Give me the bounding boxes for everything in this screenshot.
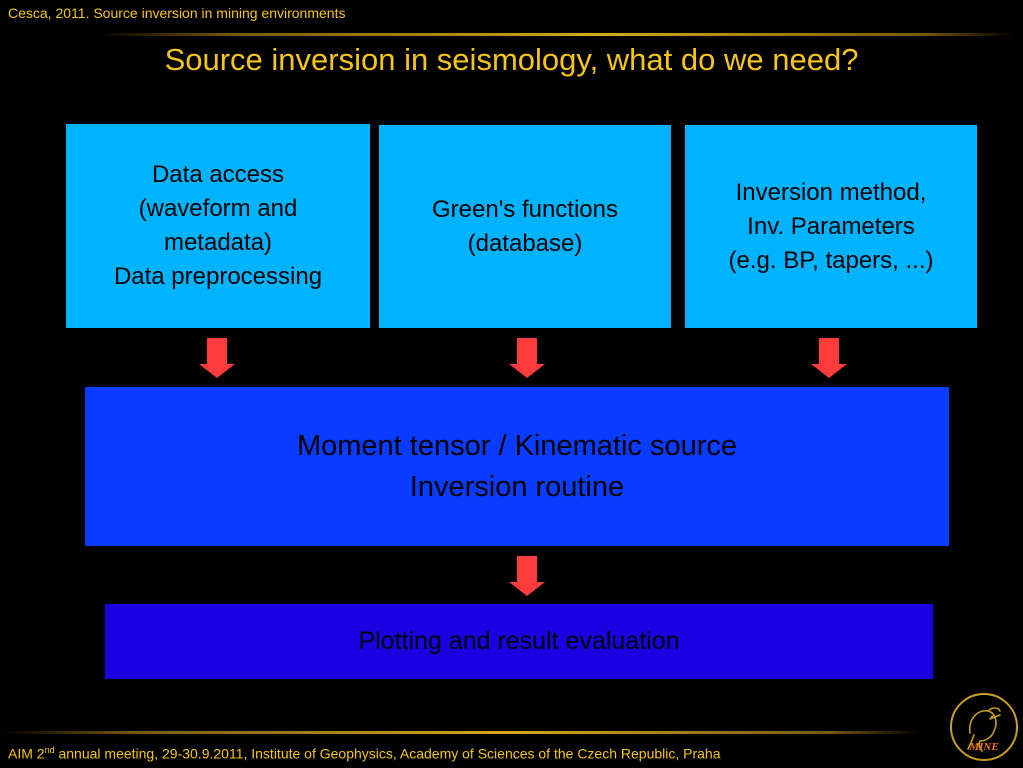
top-divider [98, 33, 1013, 36]
greens-functions-label: Green's functions (database) [431, 195, 618, 257]
inversion-method-box: Inversion method, Inv. Parameters (e.g. … [685, 125, 977, 328]
footer-suffix: annual meeting, 29-30.9.2011, Institute … [54, 745, 721, 762]
data-access-box: Data access (waveform and metadata) Data… [66, 124, 370, 328]
footer-text: AIM 2nd annual meeting, 29-30.9.2011, In… [8, 745, 721, 762]
bird-logo-icon: MINE [950, 693, 1018, 761]
logo-text: MINE [968, 741, 998, 753]
footer-superscript: nd [44, 745, 55, 755]
footer-prefix: AIM 2 [8, 745, 45, 762]
inversion-method-label: Inversion method, Inv. Parameters (e.g. … [728, 178, 934, 274]
plotting-box: Plotting and result evaluation [105, 604, 933, 679]
inversion-routine-label: Moment tensor / Kinematic source Inversi… [296, 429, 737, 503]
data-access-label: Data access (waveform and metadata) Data… [113, 161, 323, 290]
bottom-divider [0, 731, 920, 734]
slide-title: Source inversion in seismology, what do … [164, 42, 859, 77]
greens-functions-box: Green's functions (database) [379, 125, 671, 328]
mine-logo: MINE [948, 691, 1020, 763]
inversion-routine-box: Moment tensor / Kinematic source Inversi… [85, 387, 949, 546]
arrow-down-icon [199, 338, 235, 378]
arrow-down-icon [509, 556, 545, 596]
plotting-label: Plotting and result evaluation [358, 627, 680, 655]
arrow-down-icon [509, 338, 545, 378]
arrow-down-icon [811, 338, 847, 378]
header-text: Cesca, 2011. Source inversion in mining … [8, 5, 346, 21]
